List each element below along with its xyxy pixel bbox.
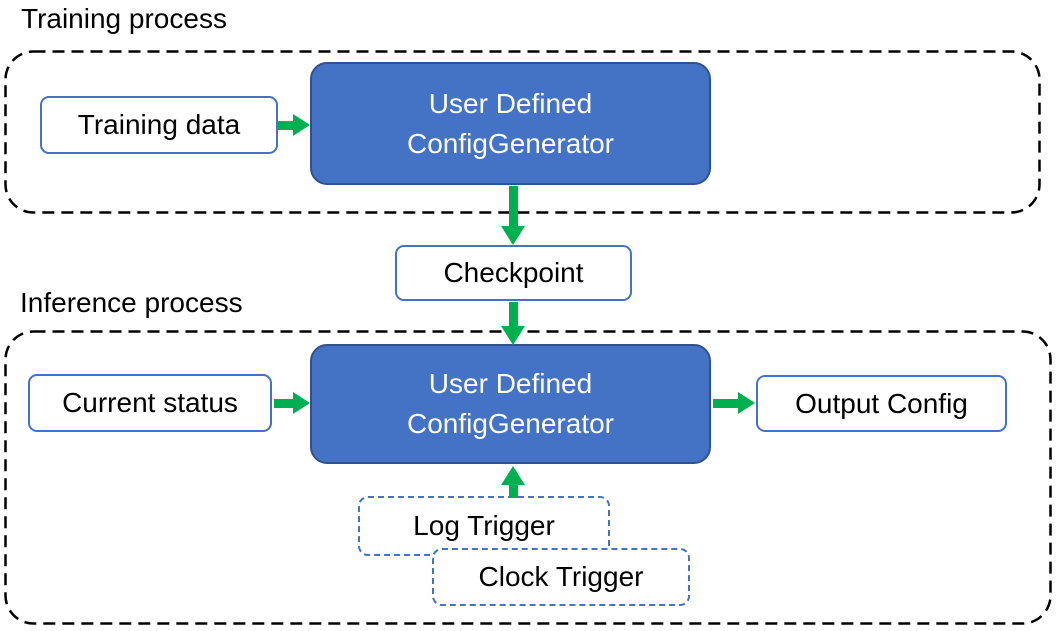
arrow-head-down-icon (501, 226, 525, 245)
arrow-head-right-icon (738, 392, 755, 414)
log-trigger-box: Log Trigger (358, 496, 610, 556)
arrow-stem (509, 485, 518, 498)
clock-trigger-box: Clock Trigger (432, 548, 690, 606)
clock-trigger-label: Clock Trigger (478, 561, 644, 592)
inference-process-title: Inference process (20, 287, 243, 318)
training-generator-label-line1: User Defined (428, 87, 593, 119)
arrow-head-right-icon (293, 392, 310, 414)
checkpoint-label: Checkpoint (443, 257, 584, 288)
current-status-box: Current status (28, 374, 272, 432)
current-status-label: Current status (62, 387, 238, 418)
log-trigger-label: Log Trigger (413, 510, 555, 541)
training-process-title: Training process (21, 3, 227, 34)
inference-process-container (4, 330, 1052, 625)
inference-generator-label-line1: User Defined (428, 368, 593, 399)
arrow-stem (509, 186, 518, 226)
inference-generator-label-line2: ConfigGenerator (406, 408, 614, 439)
training-data-box: Training data (40, 96, 278, 154)
arrow-head-up-icon (501, 466, 525, 485)
arrow-stem (274, 399, 293, 408)
training-generator-box: User Defined ConfigGenerator (310, 62, 711, 185)
inference-generator-box: User Defined ConfigGenerator (310, 344, 711, 464)
training-generator-label-line2: ConfigGenerator (406, 127, 614, 159)
arrow-head-down-icon (501, 326, 525, 345)
training-process-container (4, 50, 1041, 214)
arrow-head-right-icon (293, 114, 310, 136)
checkpoint-box: Checkpoint (395, 245, 632, 301)
output-config-label: Output Config (795, 387, 968, 419)
output-config-box: Output Config (756, 375, 1007, 432)
arrow-stem (713, 399, 738, 408)
arrow-stem (509, 302, 518, 326)
arrow-stem (277, 121, 294, 130)
training-data-label: Training data (77, 109, 241, 140)
